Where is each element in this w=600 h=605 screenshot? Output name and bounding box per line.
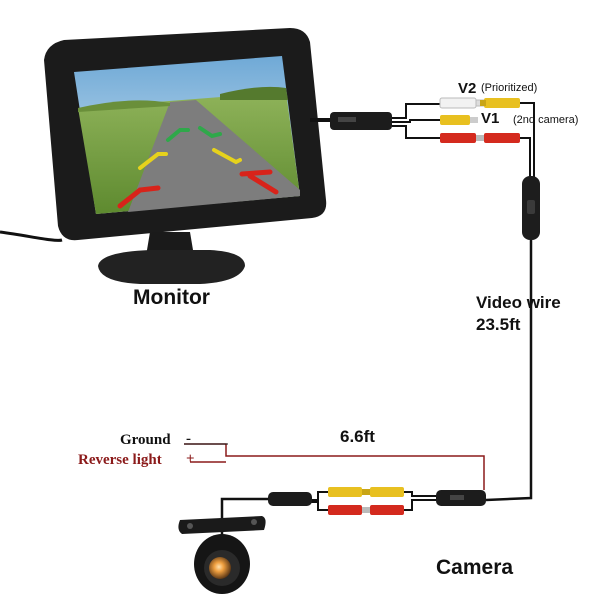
ground-label: Ground: [120, 432, 171, 448]
monitor-cable: [310, 103, 450, 139]
camera-lens: [209, 557, 231, 579]
v1-note: (2nd camera): [513, 114, 579, 126]
camera-yellow-rca: [328, 487, 404, 497]
monitor-label: Monitor: [133, 286, 210, 309]
v1-rca-connector: [440, 115, 478, 125]
monitor-connector-box: [330, 112, 392, 130]
red-rca-connector: [440, 133, 520, 143]
camera: [178, 516, 266, 594]
camera-red-rca: [328, 505, 404, 515]
ground-sign: -: [186, 431, 191, 447]
camera-cable-connector: [268, 492, 312, 506]
reverse-light-wire: [184, 443, 485, 490]
camera-side-connector: [436, 490, 486, 506]
v2-note: (Prioritized): [481, 82, 538, 94]
video-wire-23ft: [485, 240, 533, 502]
short-wire-length: 6.6ft: [340, 427, 375, 446]
v2-rca-connector: [439, 97, 520, 109]
monitor: [0, 28, 327, 284]
red-lead: [520, 137, 531, 180]
video-wire-length: 23.5ft: [476, 315, 521, 334]
video-wire-label: Video wire: [476, 293, 561, 312]
v2-lead: [520, 102, 535, 180]
camera-label: Camera: [436, 556, 514, 579]
power-cable: [0, 230, 63, 242]
monitor-stand-base: [98, 250, 245, 284]
reverse-sign: +: [186, 451, 195, 467]
monitor-screen: [74, 56, 300, 214]
camera-mount: [178, 516, 266, 534]
v1-label: V1: [481, 110, 500, 127]
reverse-light-label: Reverse light: [78, 452, 162, 468]
v2-label: V2: [458, 80, 477, 97]
